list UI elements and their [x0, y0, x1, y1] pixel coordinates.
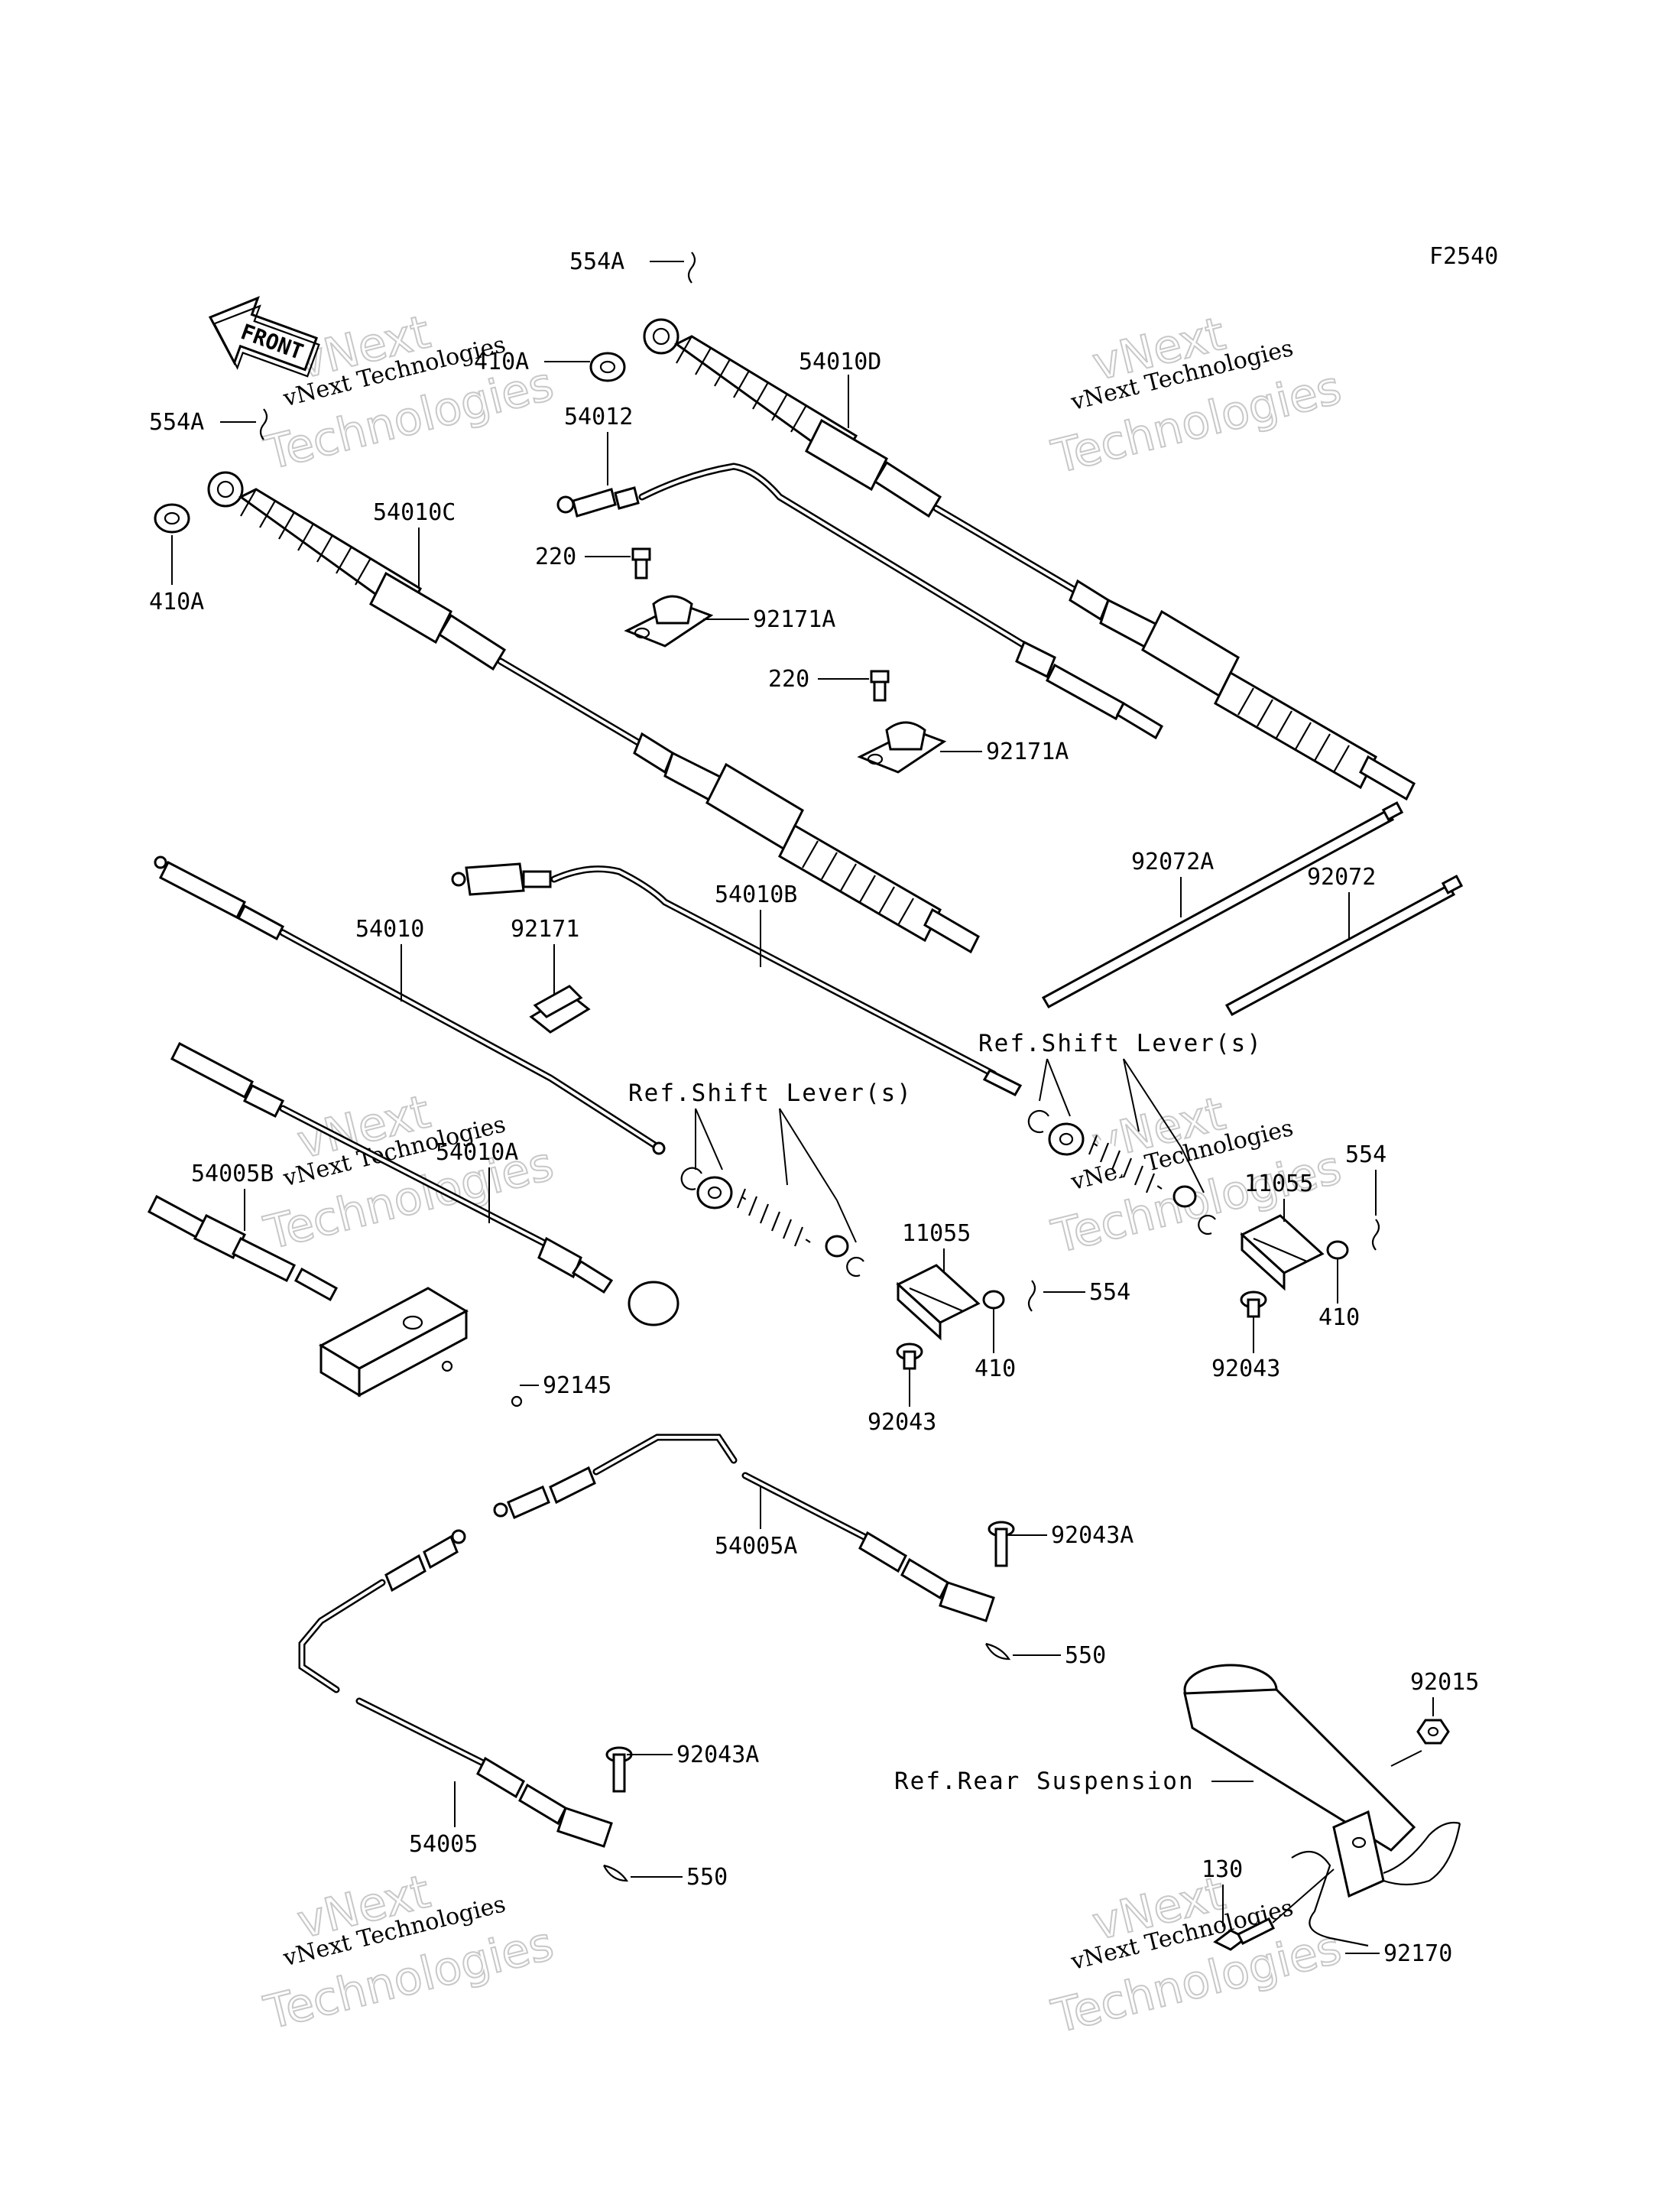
circlip-right-b-icon — [1198, 1214, 1216, 1235]
cotter-pin-550-top-icon — [985, 1642, 1011, 1661]
cable-tie-92072a-icon — [1041, 801, 1404, 1009]
label-130: 130 — [1202, 1856, 1243, 1883]
label-54005b: 54005B — [191, 1161, 274, 1187]
bolt-220-a-icon — [631, 547, 651, 580]
label-554-right: 554 — [1345, 1141, 1386, 1168]
washer-410-center-icon — [982, 1290, 1005, 1310]
watermark-bottom-right: vNext vNext Technologies Technologies — [1046, 1866, 1348, 2045]
label-550-top: 550 — [1065, 1642, 1106, 1669]
washer-410a-top-icon — [589, 352, 626, 382]
label-92043-center: 92043 — [868, 1409, 936, 1436]
label-54010: 54010 — [355, 916, 424, 943]
cable-54005a — [493, 1433, 995, 1622]
label-410-right: 410 — [1318, 1304, 1360, 1331]
pin-92043-right-icon — [1240, 1291, 1267, 1318]
cable-tie-92072-icon — [1224, 875, 1464, 1017]
front-arrow-icon: FRONT — [208, 296, 320, 378]
washer-right-icon — [1048, 1122, 1085, 1156]
label-92015: 92015 — [1410, 1669, 1479, 1696]
label-92072a: 92072A — [1131, 849, 1214, 875]
label-92145: 92145 — [543, 1372, 611, 1399]
label-54010c: 54010C — [373, 499, 456, 526]
ref-shift-lever-right: Ref.Shift Lever(s) — [978, 1030, 1263, 1057]
cotter-pin-554a-top-icon — [687, 252, 696, 284]
bolt-220-b-icon — [870, 670, 890, 702]
label-92043-right: 92043 — [1211, 1355, 1280, 1382]
cable-54010c — [207, 471, 980, 954]
label-92170: 92170 — [1383, 1940, 1452, 1967]
cotter-pin-550-bottom-icon — [603, 1864, 629, 1882]
circlip-right-icon — [1027, 1109, 1049, 1134]
label-54010b: 54010B — [715, 881, 797, 908]
figure-code: F2540 — [1429, 243, 1498, 270]
label-550-bottom: 550 — [686, 1864, 728, 1891]
label-54010a: 54010A — [436, 1139, 518, 1166]
label-92171a-b: 92171A — [986, 739, 1069, 765]
cable-54010 — [154, 855, 666, 1155]
hook-92170-icon — [1291, 1850, 1369, 1947]
label-54005a: 54005A — [715, 1533, 797, 1560]
label-410-center: 410 — [975, 1355, 1016, 1382]
lever-11055-right-icon — [1240, 1214, 1325, 1291]
label-92072: 92072 — [1307, 864, 1376, 891]
washer-small-center-icon — [825, 1235, 849, 1258]
label-410a-top: 410A — [474, 349, 529, 375]
cotter-pin-554a-left-icon — [259, 408, 268, 440]
bracket-block-icon — [318, 1287, 469, 1398]
cable-54010d — [643, 318, 1416, 801]
washer-small-right-icon — [1172, 1185, 1197, 1208]
label-554a-left: 554A — [149, 409, 204, 436]
cable-54012 — [556, 463, 1163, 740]
pin-92043a-bottom-icon — [605, 1746, 633, 1793]
washer-410-right-icon — [1326, 1240, 1349, 1260]
circlip-center-icon — [680, 1167, 702, 1190]
label-92043a-bottom: 92043A — [676, 1742, 759, 1768]
spring-center-icon — [736, 1188, 812, 1248]
label-410a-left: 410A — [149, 589, 204, 615]
label-220-a: 220 — [535, 544, 576, 570]
spring-92145-icon — [441, 1360, 523, 1407]
label-54010d: 54010D — [799, 349, 881, 375]
bolt-130-icon — [1213, 1917, 1276, 1951]
pin-92043a-top-icon — [988, 1521, 1015, 1567]
pin-92043-center-icon — [896, 1343, 923, 1370]
adjuster-54005b — [148, 1194, 339, 1302]
label-54005: 54005 — [409, 1831, 478, 1858]
label-554-center: 554 — [1089, 1279, 1130, 1306]
label-92171: 92171 — [511, 916, 579, 943]
label-92043a-top: 92043A — [1051, 1522, 1134, 1549]
label-92171a-a: 92171A — [753, 606, 835, 633]
rear-suspension-bracket — [1183, 1664, 1461, 1898]
clip-92171-icon — [529, 985, 591, 1034]
label-220-b: 220 — [768, 666, 809, 693]
label-11055-center: 11055 — [902, 1220, 971, 1247]
nut-92015-icon — [1416, 1719, 1450, 1745]
spring-right-icon — [1088, 1135, 1163, 1194]
label-11055-right: 11055 — [1244, 1170, 1313, 1197]
ref-shift-lever-center: Ref.Shift Lever(s) — [628, 1080, 913, 1107]
watermark-bottom-left: vNext vNext Technologies Technologies — [258, 1864, 559, 2041]
label-54012: 54012 — [564, 404, 633, 430]
washer-center-icon — [696, 1176, 733, 1209]
circlip-center-b-icon — [846, 1256, 864, 1278]
ref-rear-suspension: Ref.Rear Suspension — [894, 1768, 1195, 1795]
cotter-pin-554-center-icon — [1027, 1280, 1036, 1312]
cable-54010b — [451, 862, 1023, 1096]
label-554a-top: 554A — [569, 248, 624, 275]
clamp-92171a-a-icon — [624, 595, 714, 648]
watermark-top-right: vNext vNext Technologies Technologies — [1046, 307, 1348, 485]
cable-54005 — [298, 1529, 613, 1848]
lever-11055-center-icon — [896, 1264, 981, 1341]
washer-410a-left-icon — [154, 503, 190, 534]
cable-54010a — [170, 1041, 679, 1326]
cotter-pin-554-right-icon — [1371, 1219, 1380, 1251]
clamp-92171a-b-icon — [857, 721, 947, 774]
watermark-top-left: vNext vNext Technologies Technologies — [258, 304, 559, 481]
